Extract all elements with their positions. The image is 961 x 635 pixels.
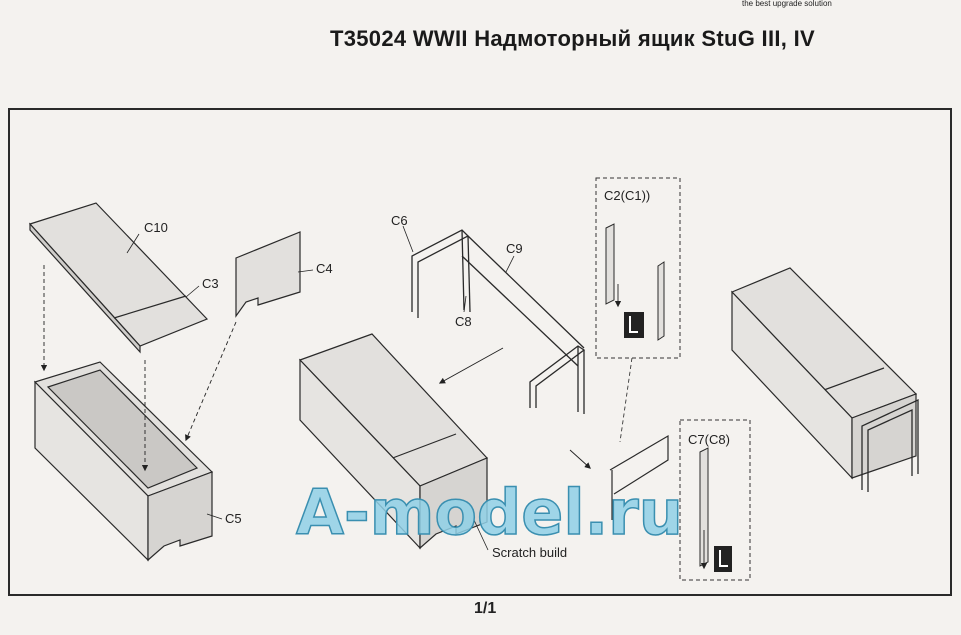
label-scratch-build: Scratch build	[492, 545, 567, 560]
part-bracket	[609, 434, 669, 520]
label-c10: C10	[144, 220, 168, 235]
label-c4: C4	[316, 261, 333, 276]
arrow-bracket	[569, 449, 591, 469]
detail-c7-c8: C7(C8)	[679, 419, 751, 581]
finished-box-frame	[861, 398, 919, 492]
part-c4-plate	[235, 231, 301, 318]
leader-detail-top	[619, 357, 633, 443]
leader-c8	[463, 295, 467, 313]
label-c2-c1: C2(C1))	[604, 188, 650, 203]
bend-icon-2	[714, 546, 732, 572]
label-c5: C5	[225, 511, 242, 526]
leader-c4	[297, 269, 314, 273]
label-c7-c8: C7(C8)	[688, 432, 730, 447]
arrow-c4-to-box	[185, 321, 237, 442]
leader-c3	[185, 285, 200, 298]
page-number: 1/1	[474, 600, 497, 617]
leader-c10	[126, 233, 140, 254]
leader-scratch	[473, 519, 489, 551]
arrow-frame-to-box	[438, 347, 504, 384]
label-c3: C3	[202, 276, 219, 291]
part-finished-box	[730, 267, 918, 480]
label-c6: C6	[391, 213, 408, 228]
page-title: T35024 WWII Надмоторный ящик StuG III, I…	[330, 26, 815, 51]
label-c8: C8	[455, 314, 472, 329]
leader-c5	[206, 513, 223, 520]
corner-text: the best upgrade solution	[742, 0, 832, 8]
diagram-frame	[8, 108, 952, 596]
watermark-text: A-model.ru	[296, 476, 683, 549]
label-c9: C9	[506, 241, 523, 256]
detail-c2-c1: C2(C1))	[595, 177, 681, 359]
leader-c9	[505, 255, 515, 273]
bend-icon	[624, 312, 644, 338]
part-c10-lid	[28, 202, 209, 354]
leader-c6	[402, 225, 414, 253]
part-c5-box	[33, 361, 214, 562]
part-tube-frame	[411, 229, 586, 414]
part-closed-box	[298, 333, 489, 550]
